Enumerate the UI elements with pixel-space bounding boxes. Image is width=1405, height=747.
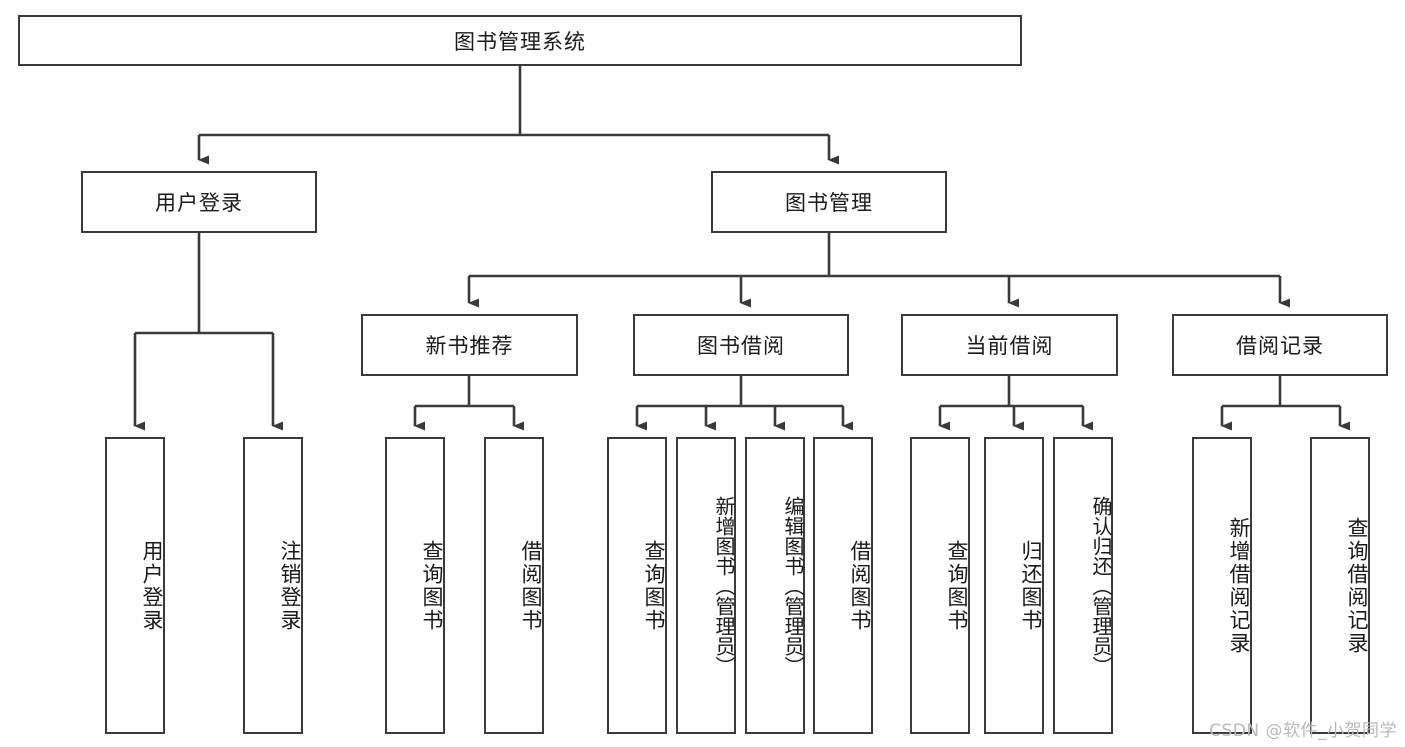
node-label: 确认归还（管理员）: [1089, 495, 1113, 676]
node-borrow-record[interactable]: 借阅记录: [1172, 314, 1388, 376]
watermark-text: CSDN @软件_小贺同学: [1209, 721, 1397, 741]
node-user-login[interactable]: 用户登录: [81, 171, 317, 233]
node-leaf-add-book-admin[interactable]: 新增图书（管理员）: [676, 437, 736, 734]
node-label: 新增借阅记录: [1227, 516, 1251, 655]
node-label: 当前借阅: [965, 334, 1054, 358]
node-leaf-query-book-1[interactable]: 查询图书: [385, 437, 445, 734]
node-leaf-add-borrow-record[interactable]: 新增借阅记录: [1192, 437, 1252, 734]
node-leaf-query-book-3[interactable]: 查询图书: [910, 437, 970, 734]
node-label: 新增图书（管理员）: [712, 495, 736, 676]
node-book-manage[interactable]: 图书管理: [711, 171, 947, 233]
node-leaf-edit-book-admin[interactable]: 编辑图书（管理员）: [745, 437, 805, 734]
node-label: 编辑图书（管理员）: [781, 495, 805, 676]
node-leaf-user-logout[interactable]: 注销登录: [243, 437, 303, 734]
node-leaf-query-book-2[interactable]: 查询图书: [607, 437, 667, 734]
node-label: 查询图书: [642, 539, 666, 632]
node-label: 查询借阅记录: [1345, 516, 1369, 655]
node-leaf-return-book[interactable]: 归还图书: [984, 437, 1044, 734]
node-label: 注销登录: [278, 539, 302, 632]
node-label: 图书管理: [785, 191, 873, 215]
node-leaf-confirm-return-admin[interactable]: 确认归还（管理员）: [1053, 437, 1113, 734]
node-label: 查询图书: [420, 539, 444, 632]
node-new-book-recommend[interactable]: 新书推荐: [361, 314, 578, 376]
node-root[interactable]: 图书管理系统: [18, 15, 1022, 66]
node-label: 新书推荐: [425, 334, 514, 358]
node-label: 借阅记录: [1236, 334, 1324, 358]
node-label: 用户登录: [155, 191, 243, 215]
node-book-borrow[interactable]: 图书借阅: [633, 314, 849, 376]
node-label: 归还图书: [1019, 539, 1043, 632]
node-label: 图书借阅: [697, 334, 785, 358]
node-label: 图书管理系统: [454, 29, 586, 54]
node-leaf-query-borrow-record[interactable]: 查询借阅记录: [1310, 437, 1370, 734]
node-label: 查询图书: [945, 539, 969, 632]
node-label: 借阅图书: [519, 539, 543, 632]
node-label: 用户登录: [140, 539, 164, 632]
node-leaf-user-login[interactable]: 用户登录: [105, 437, 165, 734]
node-current-borrow[interactable]: 当前借阅: [901, 314, 1118, 376]
node-leaf-borrow-book-1[interactable]: 借阅图书: [484, 437, 544, 734]
node-label: 借阅图书: [848, 539, 872, 632]
node-leaf-borrow-book-2[interactable]: 借阅图书: [813, 437, 873, 734]
